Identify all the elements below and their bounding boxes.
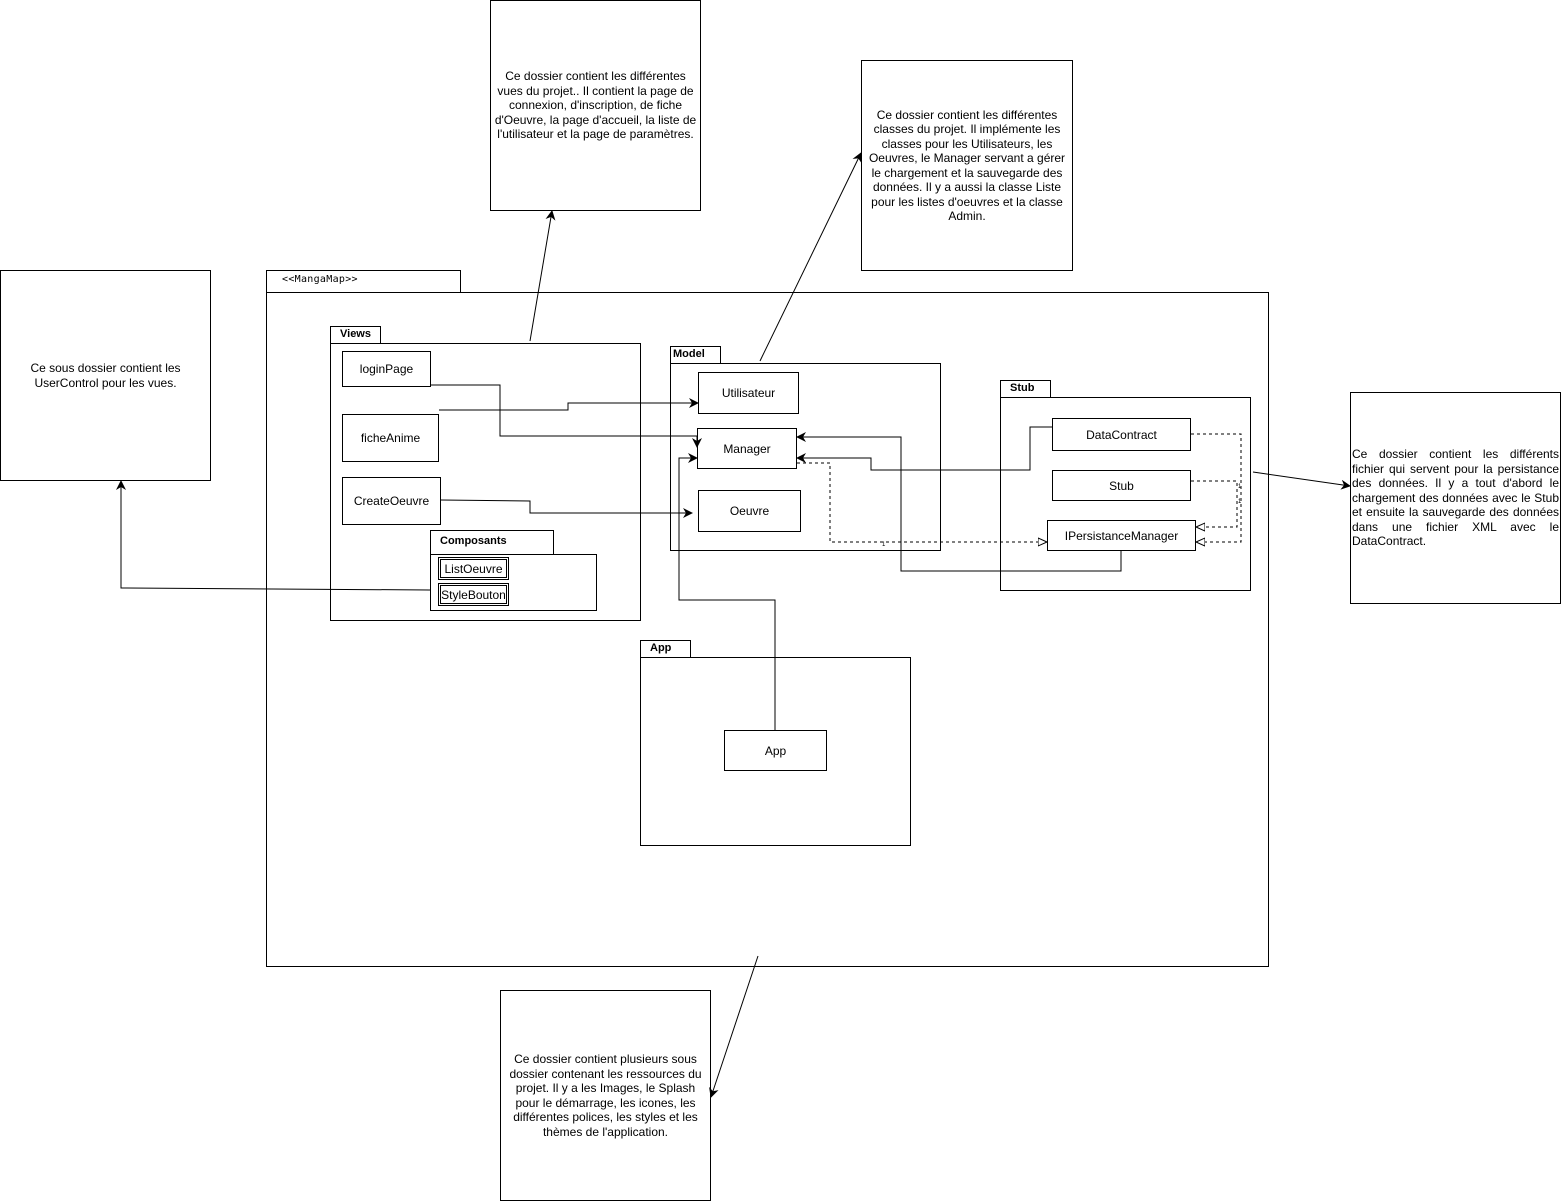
- mangamap-to-resources-arrow: [709, 955, 759, 1098]
- loginpage-class[interactable]: loginPage: [342, 351, 431, 387]
- oeuvre-class-label: Oeuvre: [729, 504, 770, 518]
- loginpage-to-manager-edge: [431, 384, 702, 448]
- app-class[interactable]: App: [724, 730, 827, 771]
- manager-class[interactable]: Manager: [697, 428, 797, 469]
- app-package-label: App: [650, 642, 672, 654]
- stub-note-text: Ce dossier contient les différents fichi…: [1352, 447, 1559, 549]
- listoeuvre-class[interactable]: ListOeuvre: [438, 557, 509, 580]
- stub-note: Ce dossier contient les différents fichi…: [1350, 392, 1561, 604]
- listoeuvre-class-label: ListOeuvre: [444, 561, 503, 576]
- composants-note: Ce sous dossier contient les UserControl…: [0, 270, 211, 481]
- mangamap-package-label: <<MangaMap>>: [282, 274, 358, 285]
- datacontract-to-ipm-label: 1: [1238, 484, 1242, 490]
- views-to-note-arrow: [529, 210, 556, 342]
- stylebouton-class-label: StyleBouton: [441, 587, 506, 602]
- resources-note-text: Ce dossier contient plusieurs sous dossi…: [509, 1052, 702, 1139]
- oeuvre-class[interactable]: Oeuvre: [698, 490, 801, 532]
- composants-to-note-arrow: [116, 480, 431, 591]
- views-note: Ce dossier contient les différentes vues…: [490, 0, 701, 211]
- stub-class[interactable]: Stub: [1052, 470, 1191, 501]
- stub-to-ipm-dashed-edge: [1191, 480, 1238, 527]
- composants-package-tab: Composants: [430, 530, 554, 555]
- utilisateur-class-label: Utilisateur: [721, 386, 776, 400]
- ipm-to-manager-edge: [796, 432, 1122, 572]
- stub-package-label: Stub: [1010, 382, 1035, 394]
- composants-note-text: Ce sous dossier contient les UserControl…: [30, 361, 181, 390]
- model-package-tab: Model: [670, 346, 721, 364]
- model-note-text: Ce dossier contient les différentes clas…: [868, 107, 1066, 224]
- ficheanime-to-utilisateur-edge: [439, 398, 699, 411]
- views-package-tab: Views: [330, 326, 381, 344]
- utilisateur-class[interactable]: Utilisateur: [698, 372, 799, 414]
- app-package-tab: App: [640, 640, 691, 658]
- createoeuvre-class[interactable]: CreateOeuvre: [342, 477, 441, 525]
- stylebouton-class[interactable]: StyleBouton: [438, 583, 509, 606]
- views-package-label: Views: [340, 328, 371, 340]
- app-to-manager-edge: [678, 453, 776, 730]
- datacontract-class[interactable]: DataContract: [1052, 418, 1191, 451]
- app-class-label: App: [764, 743, 787, 758]
- datacontract-to-ipm-dashed-edge: [1191, 433, 1242, 542]
- manager-to-ipm-label: 1: [882, 542, 886, 548]
- stub-to-note-arrow: [1252, 471, 1351, 490]
- stub-package-tab: Stub: [1000, 380, 1051, 398]
- datacontract-to-manager-edge: [796, 426, 1052, 471]
- model-to-note-arrow: [759, 152, 862, 362]
- model-package-label: Model: [673, 348, 705, 360]
- model-note: Ce dossier contient les différentes clas…: [861, 60, 1073, 271]
- composants-package-label: Composants: [440, 535, 507, 547]
- loginpage-class-label: loginPage: [359, 362, 414, 376]
- resources-note: Ce dossier contient plusieurs sous dossi…: [500, 990, 711, 1201]
- ipersistancemanager-class-label: IPersistanceManager: [1064, 528, 1179, 543]
- createoeuvre-to-oeuvre-edge: [440, 499, 693, 518]
- manager-to-ipm-dashed-edge: [797, 462, 1047, 542]
- views-note-text: Ce dossier contient les différentes vues…: [494, 69, 697, 142]
- ipersistancemanager-class[interactable]: IPersistanceManager: [1047, 520, 1196, 551]
- createoeuvre-class-label: CreateOeuvre: [353, 494, 430, 508]
- stub-to-ipm-label: 1: [1238, 499, 1242, 505]
- ficheanime-class[interactable]: ficheAnime: [342, 414, 439, 462]
- ficheanime-class-label: ficheAnime: [360, 431, 421, 445]
- manager-class-label: Manager: [723, 441, 771, 456]
- mangamap-package-tab: <<MangaMap>>: [266, 270, 461, 293]
- datacontract-class-label: DataContract: [1086, 427, 1157, 442]
- stub-class-label: Stub: [1109, 478, 1134, 493]
